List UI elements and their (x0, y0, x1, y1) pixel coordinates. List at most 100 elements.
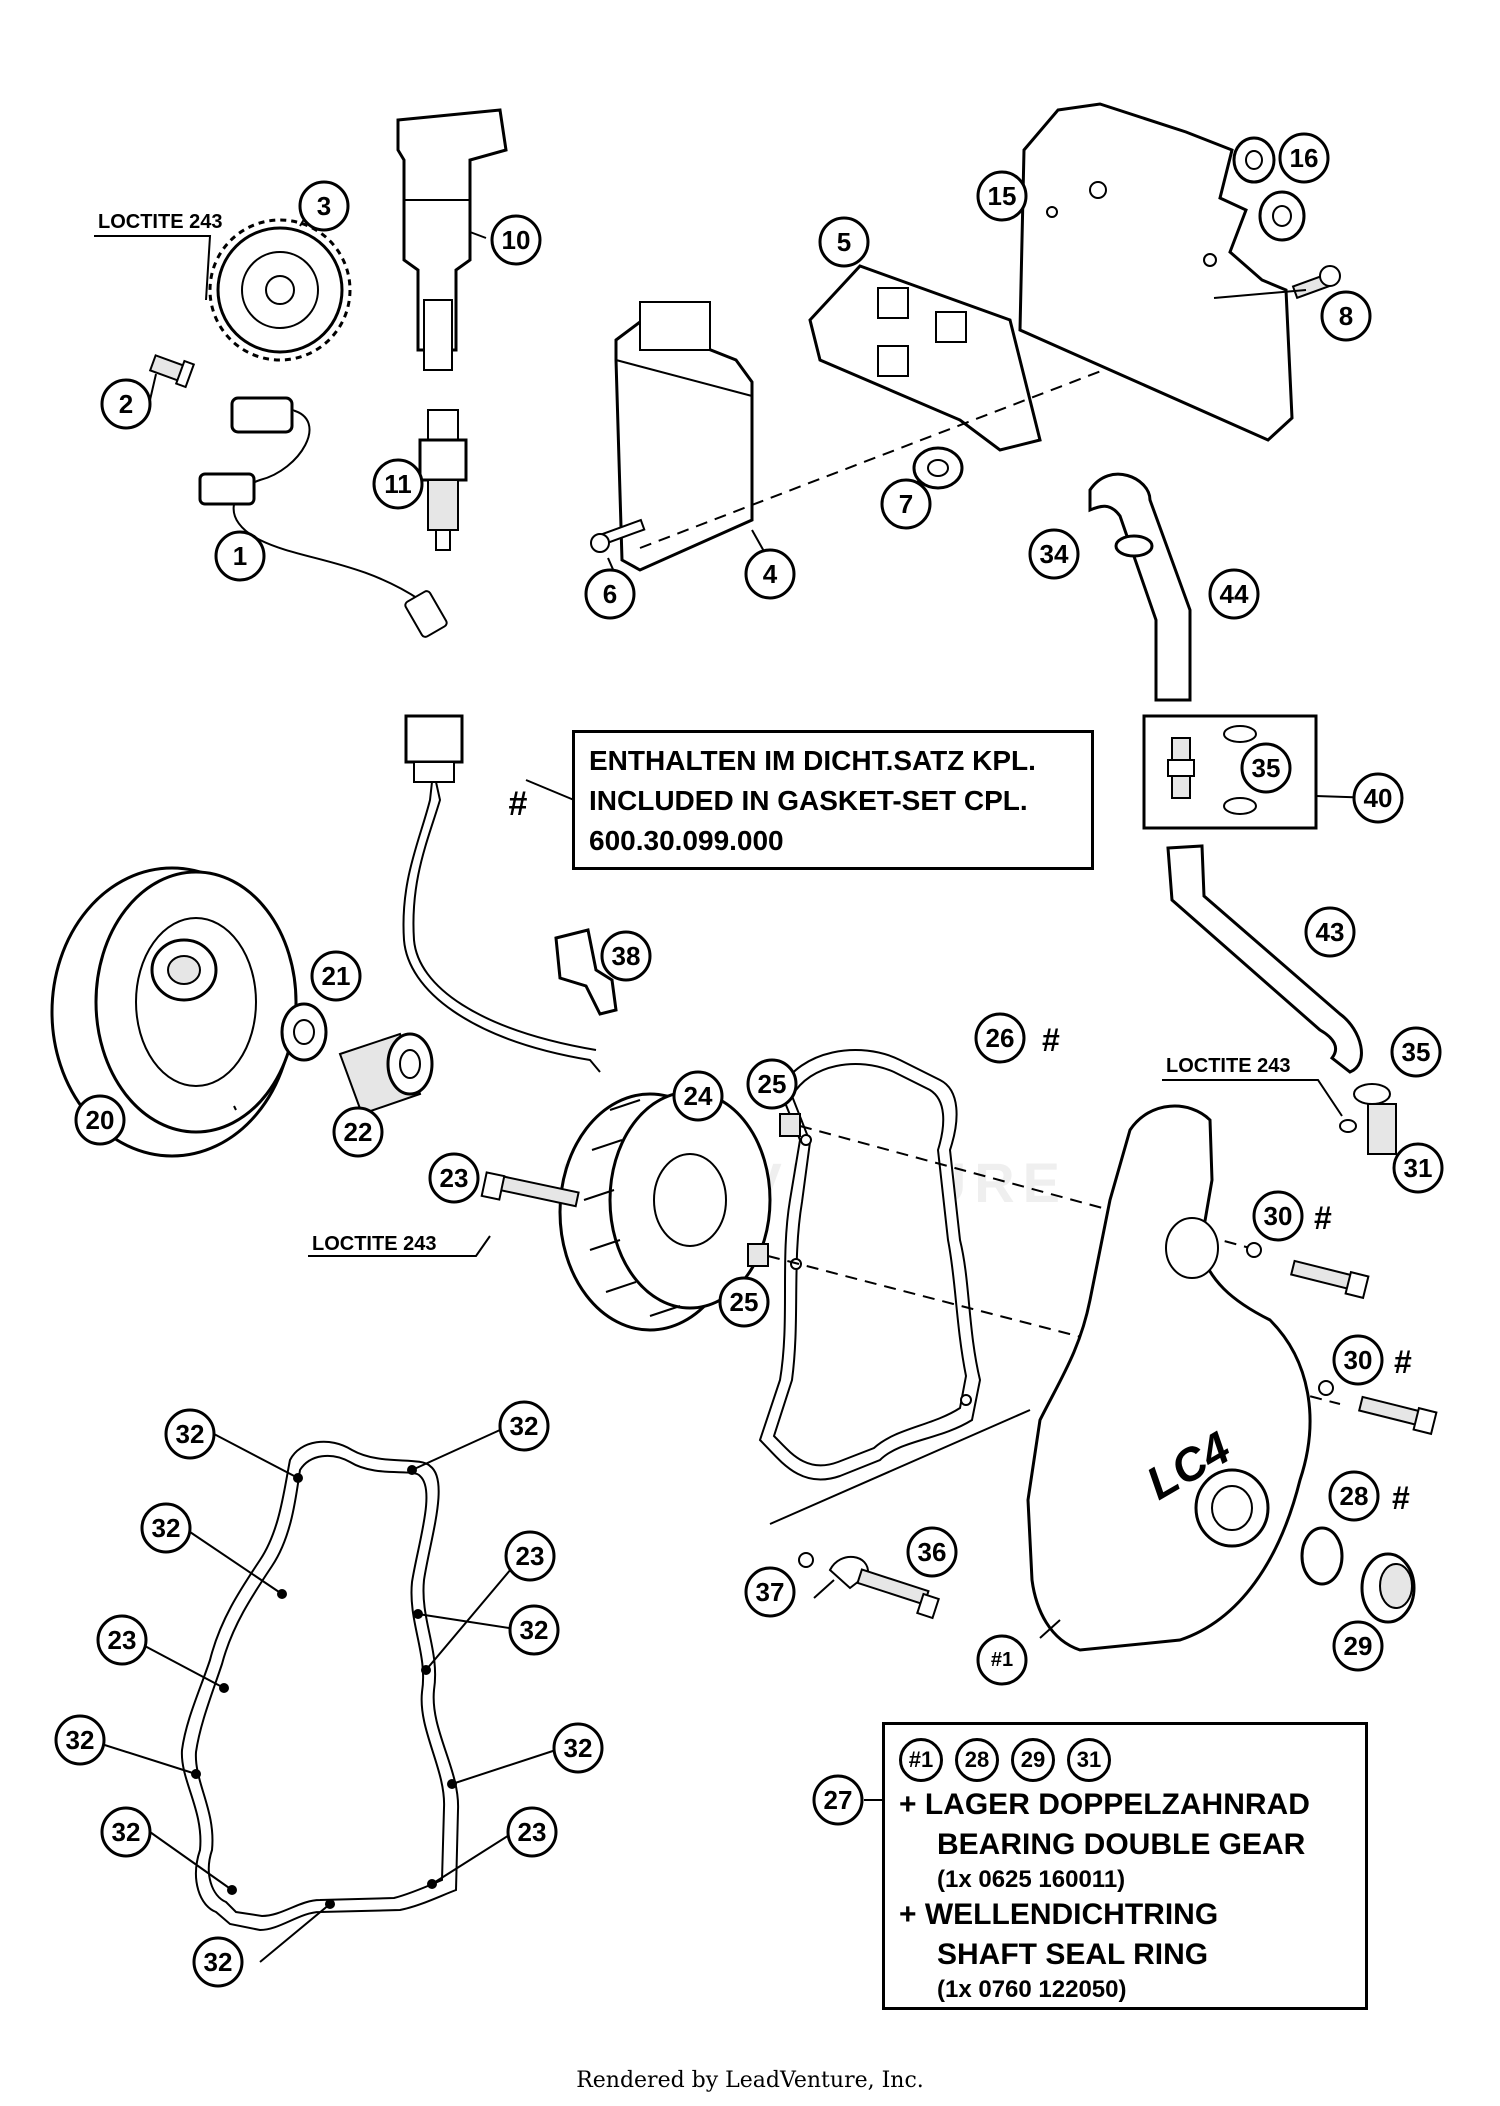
loctite-label-stator: LOCTITE 243 (312, 1233, 436, 1255)
callout-30-lower-marker: # (1394, 1344, 1412, 1380)
svg-text:36: 36 (918, 1537, 947, 1567)
svg-text:2: 2 (119, 389, 133, 419)
repair-kit-note-box: #1 28 29 31 + LAGER DOPPELZAHNRAD BEARIN… (882, 1722, 1368, 2010)
cdi-unit-part (614, 301, 754, 572)
callout-23-c: 23 (96, 1614, 148, 1666)
kit-item2-ref: (1x 0760 122050) (937, 1976, 1127, 2003)
cover-bolt-lower-part (1318, 1380, 1438, 1436)
pickup-sensor-part (198, 396, 448, 638)
callout-44: 44 (1208, 568, 1260, 620)
callout-hash1: #1 (976, 1634, 1028, 1686)
callout-16: 16 (1278, 132, 1330, 184)
svg-text:27: 27 (824, 1785, 853, 1815)
callout-23-d: 23 (506, 1806, 558, 1858)
callout-32-a: 32 (164, 1408, 216, 1460)
callout-6: 6 (584, 568, 636, 620)
kit-part-callout: 28 (955, 1738, 999, 1782)
callout-32-b: 32 (498, 1400, 550, 1452)
kit-item2-de: + WELLENDICHTRING (899, 1898, 1219, 1931)
callout-10: 10 (490, 214, 542, 266)
grommet-16-part (1232, 136, 1306, 242)
loctite-label-top: LOCTITE 243 (98, 211, 222, 233)
svg-text:31: 31 (1404, 1153, 1433, 1183)
callout-28: 28 (1328, 1470, 1380, 1522)
callout-32-c: 32 (140, 1502, 192, 1554)
cable-clip-part (554, 928, 618, 1016)
o-ring-28-part (1300, 1526, 1344, 1586)
svg-text:32: 32 (204, 1947, 233, 1977)
callout-36: 36 (906, 1526, 958, 1578)
callout-23-stator: 23 (428, 1152, 480, 1204)
bolt-36-part (798, 1552, 940, 1620)
svg-text:44: 44 (1220, 579, 1249, 609)
ignition-coil-part (396, 108, 508, 371)
screw-6-part (590, 518, 646, 553)
washer-21-part (280, 1002, 328, 1062)
svg-text:38: 38 (612, 941, 641, 971)
callout-24: 24 (672, 1070, 724, 1122)
callout-3: 3 (298, 180, 350, 232)
svg-text:32: 32 (152, 1513, 181, 1543)
flywheel-nut-part (338, 1032, 434, 1116)
callout-30-upper: 30 (1252, 1190, 1304, 1242)
callout-4: 4 (744, 548, 796, 600)
callout-30-upper-marker: # (1314, 1200, 1332, 1236)
callout-37: 37 (744, 1566, 796, 1618)
flywheel-part (50, 866, 298, 1158)
gasket-note-line-en: INCLUDED IN GASKET-SET CPL. (589, 785, 1028, 816)
svg-text:32: 32 (564, 1733, 593, 1763)
svg-text:32: 32 (112, 1817, 141, 1847)
callout-38: 38 (600, 930, 652, 982)
cover-gasket-part (758, 1049, 982, 1481)
svg-text:23: 23 (516, 1541, 545, 1571)
gasket-note-line-de: ENTHALTEN IM DICHT.SATZ KPL. (589, 745, 1036, 776)
svg-text:22: 22 (344, 1117, 373, 1147)
svg-text:8: 8 (1339, 301, 1353, 331)
svg-text:1: 1 (233, 541, 247, 571)
callout-32-f: 32 (552, 1722, 604, 1774)
callout-1: 1 (214, 530, 266, 582)
svg-text:43: 43 (1316, 917, 1345, 947)
breather-hose-upper-part (1088, 472, 1192, 702)
callout-5: 5 (818, 216, 870, 268)
callout-28-marker: # (1392, 1480, 1410, 1516)
svg-text:16: 16 (1290, 143, 1319, 173)
callout-11: 11 (372, 458, 424, 510)
callout-40: 40 (1352, 772, 1404, 824)
svg-text:7: 7 (899, 489, 913, 519)
ignition-cover-part: LC4 (1026, 1104, 1312, 1652)
callout-26-marker: # (1042, 1022, 1060, 1058)
callout-20: 20 (74, 1094, 126, 1146)
callout-32-e: 32 (54, 1714, 106, 1766)
callout-43: 43 (1304, 906, 1356, 958)
svg-text:23: 23 (440, 1163, 469, 1193)
fitting-31-part (1339, 1083, 1397, 1155)
callout-22: 22 (332, 1106, 384, 1158)
sensor-rotor-part (208, 218, 352, 362)
callout-7: 7 (880, 478, 932, 530)
svg-text:20: 20 (86, 1105, 115, 1135)
cover-seal-gasket-part (180, 1440, 460, 1932)
svg-text:32: 32 (520, 1615, 549, 1645)
callout-27: 27 (812, 1774, 864, 1826)
callout-32-h: 32 (192, 1936, 244, 1988)
svg-text:30: 30 (1344, 1345, 1373, 1375)
svg-text:32: 32 (510, 1411, 539, 1441)
kit-included-parts: #1 28 29 31 (899, 1735, 1351, 1785)
callout-25-upper: 25 (746, 1058, 798, 1110)
svg-text:4: 4 (763, 559, 778, 589)
plug-29-part (1360, 1552, 1416, 1624)
svg-text:34: 34 (1040, 539, 1069, 569)
stator-part (558, 1090, 772, 1332)
stator-connector-part (402, 714, 601, 1073)
kit-item1-ref: (1x 0625 160011) (937, 1866, 1126, 1893)
cdi-bracket-part (808, 264, 1042, 452)
callout-29: 29 (1332, 1620, 1384, 1672)
svg-text:5: 5 (837, 227, 851, 257)
callout-15: 15 (976, 170, 1028, 222)
callout-21: 21 (310, 950, 362, 1002)
svg-text:23: 23 (518, 1817, 547, 1847)
svg-text:24: 24 (684, 1081, 713, 1111)
svg-text:25: 25 (758, 1069, 787, 1099)
